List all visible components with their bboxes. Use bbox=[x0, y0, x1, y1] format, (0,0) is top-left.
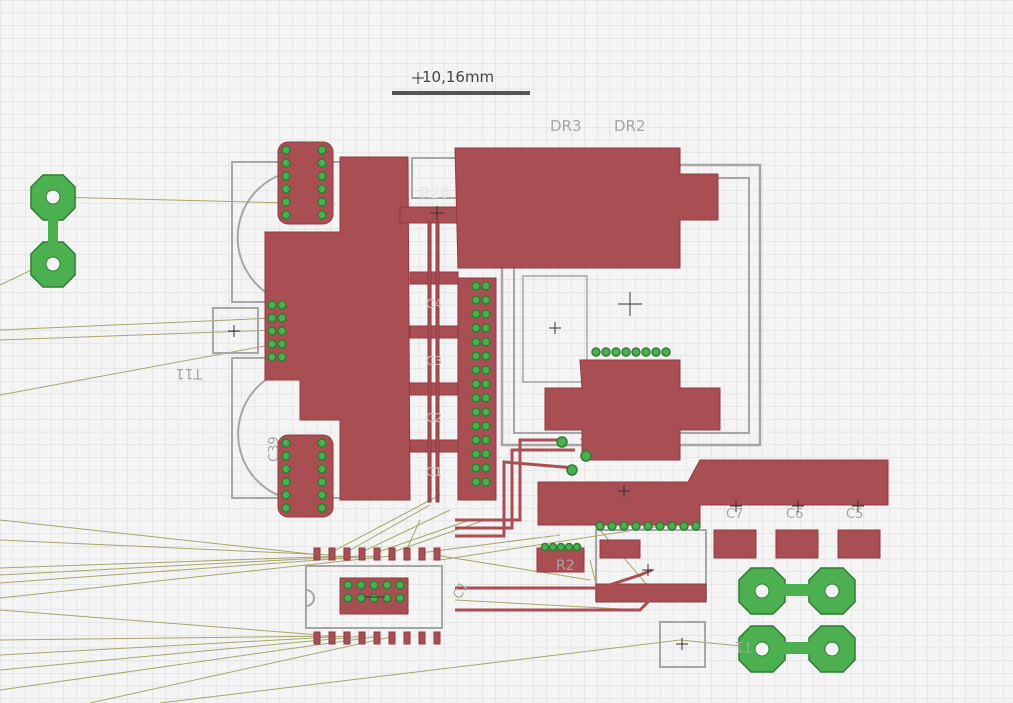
via-array bbox=[267, 145, 701, 603]
ref-label-c6: C6 bbox=[786, 507, 803, 522]
airwires bbox=[0, 196, 761, 703]
crosshair-icon bbox=[228, 72, 864, 650]
ref-label-c1b: C1 bbox=[426, 465, 442, 479]
ref-label-c39: C39 bbox=[267, 436, 282, 462]
ref-label-c1: C1 bbox=[541, 529, 560, 545]
ref-label-c4: C4 bbox=[426, 297, 442, 311]
ref-label-t11: T11 bbox=[176, 365, 203, 381]
ref-label-dr3: DR3 bbox=[550, 117, 582, 135]
scale-bar-label: 10,16mm bbox=[422, 68, 494, 86]
ref-label-r2: R2 bbox=[556, 558, 575, 574]
ref-label-dr2: DR2 bbox=[614, 117, 646, 135]
ref-label-c2: C2 bbox=[426, 411, 442, 425]
ref-label-r20: R20 bbox=[420, 184, 450, 202]
ref-label-c5: C5 bbox=[846, 507, 863, 522]
ref-label-c7: C7 bbox=[726, 507, 743, 522]
ref-label-c3: C3 bbox=[426, 354, 442, 368]
ref-label-t1: T1 bbox=[735, 638, 753, 654]
